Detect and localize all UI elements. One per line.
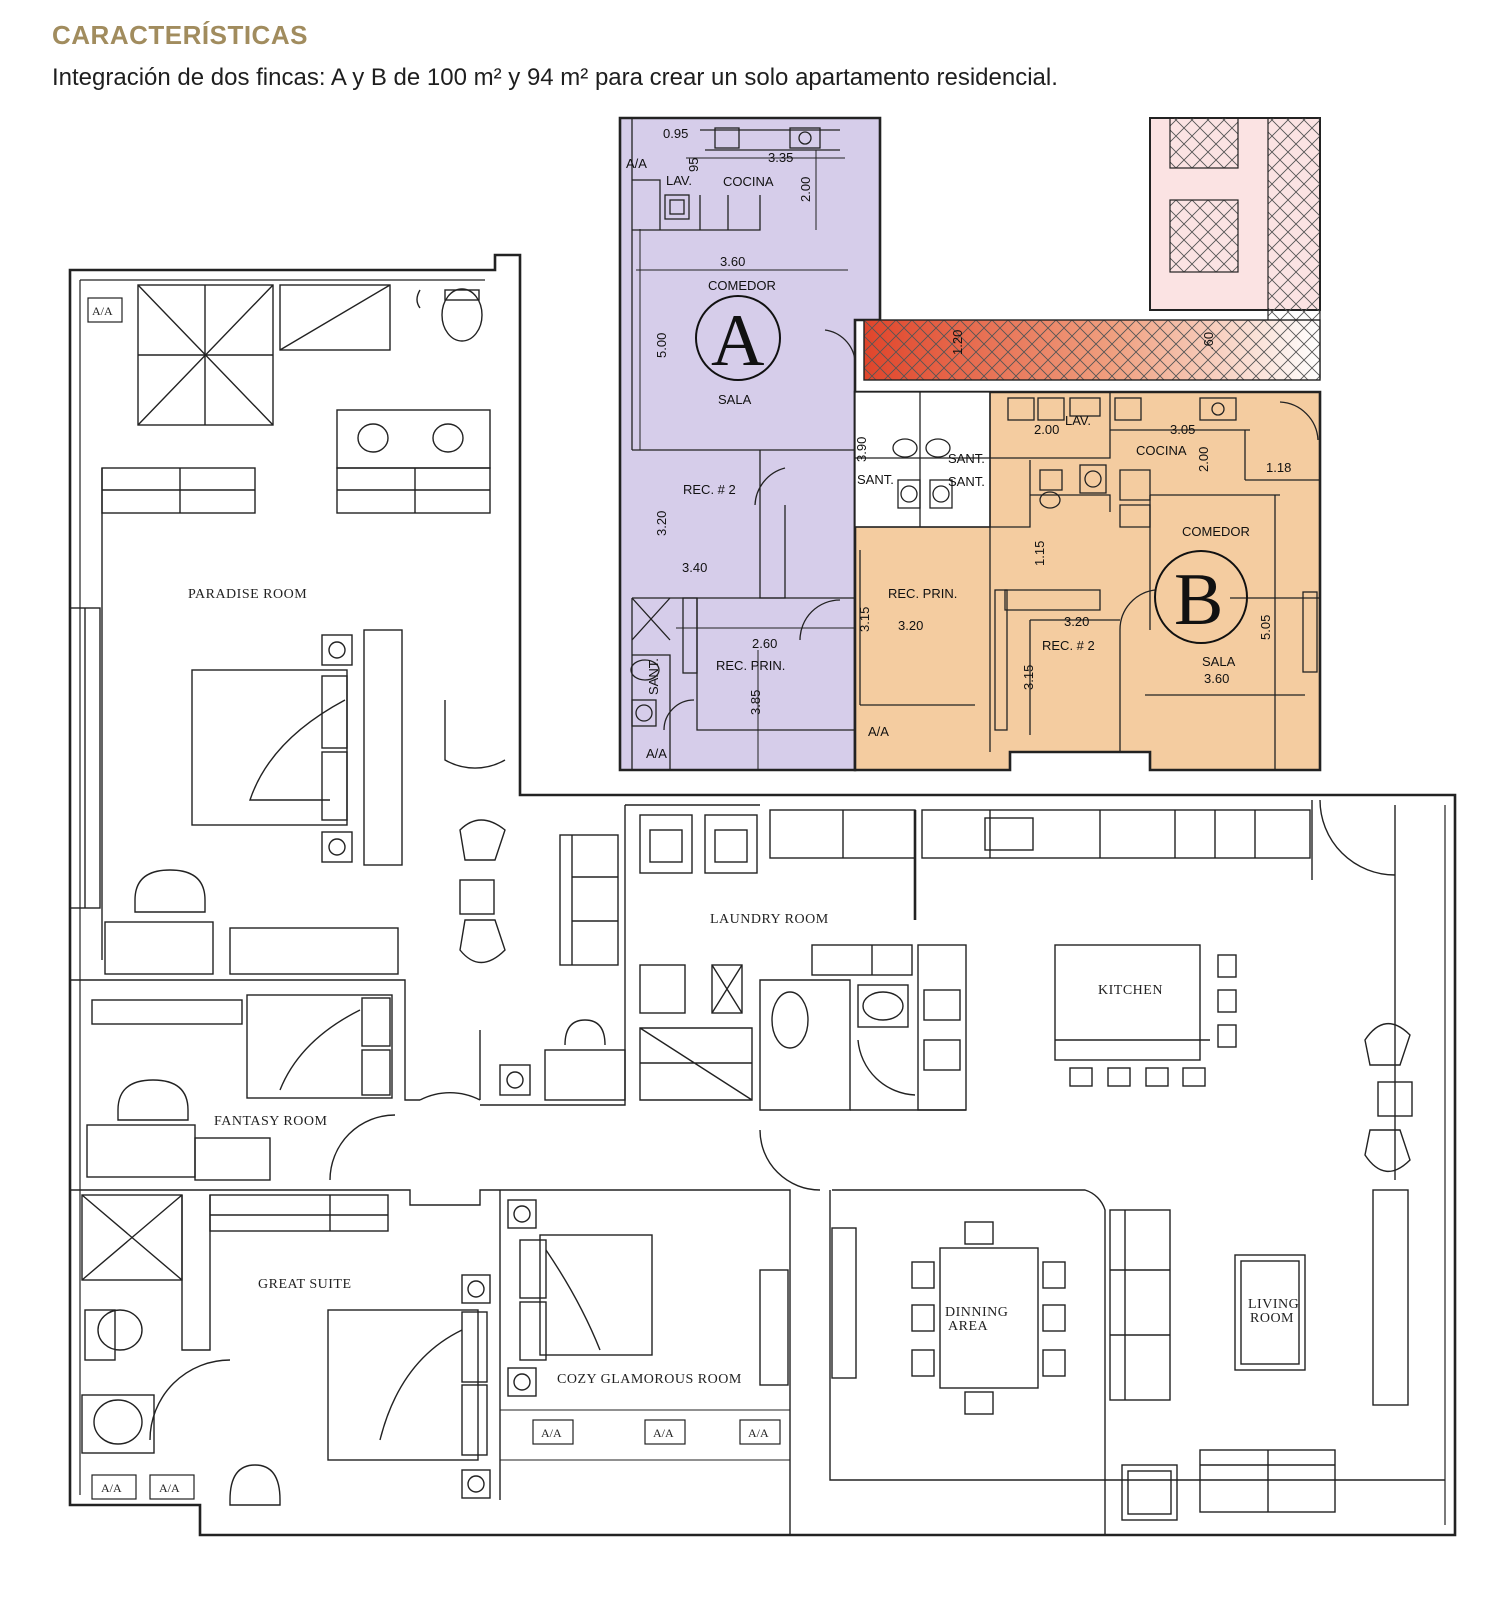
label-comedor-b: COMEDOR bbox=[1182, 524, 1250, 539]
label-sala-b: SALA bbox=[1202, 654, 1236, 669]
connector-corridor bbox=[863, 117, 1321, 381]
label-rec2-b: REC. # 2 bbox=[1042, 638, 1095, 653]
dim-b-360: 3.60 bbox=[1204, 671, 1229, 686]
room-label-living: LIVING bbox=[1248, 1297, 1299, 1312]
dim-a-095: 0.95 bbox=[663, 126, 688, 141]
dim-b-200v: 2.00 bbox=[1196, 447, 1211, 472]
label-aa-b: A/A bbox=[868, 724, 889, 739]
section-subtitle: Integración de dos fincas: A y B de 100 … bbox=[52, 64, 1058, 91]
dim-b-505: 5.05 bbox=[1258, 615, 1273, 640]
label-recprin-a: REC. PRIN. bbox=[716, 658, 785, 673]
room-label-paradise: PARADISE ROOM bbox=[188, 587, 307, 602]
unit-letter-b: B bbox=[1174, 559, 1223, 641]
ac-label: A/A bbox=[653, 1426, 674, 1440]
dim-b-120: 1.20 bbox=[950, 330, 965, 355]
room-label-fantasy: FANTASY ROOM bbox=[214, 1114, 327, 1129]
dim-a-385: 3.85 bbox=[748, 690, 763, 715]
dim-b-118: 1.18 bbox=[1266, 460, 1291, 475]
dim-a-340: 3.40 bbox=[682, 560, 707, 575]
unit-b-plan: B LAV. COCINA COMEDOR SALA REC. PRIN. RE… bbox=[853, 390, 1322, 772]
ac-units-combined bbox=[87, 297, 781, 1500]
ac-label: A/A bbox=[748, 1426, 769, 1440]
dim-b-390: 3.90 bbox=[854, 437, 869, 462]
room-label-great-suite: GREAT SUITE bbox=[258, 1277, 352, 1292]
label-cocina-b: COCINA bbox=[1136, 443, 1187, 458]
dim-a-360: 3.60 bbox=[720, 254, 745, 269]
combined-plan bbox=[68, 253, 1457, 1537]
label-sala-a: SALA bbox=[718, 392, 752, 407]
ac-label: A/A bbox=[101, 1481, 122, 1495]
label-rec2-a: REC. # 2 bbox=[683, 482, 736, 497]
room-label-dinning-area: AREA bbox=[948, 1319, 989, 1334]
dim-b-320b: 3.20 bbox=[1064, 614, 1089, 629]
dim-b-315a: 3.15 bbox=[857, 607, 872, 632]
label-comedor-a: COMEDOR bbox=[708, 278, 776, 293]
section-title: CARACTERÍSTICAS bbox=[52, 20, 308, 50]
label-sant-b-1: SANT. bbox=[857, 472, 894, 487]
room-label-dinning: DINNING bbox=[945, 1305, 1008, 1320]
room-label-laundry: LAUNDRY ROOM bbox=[710, 912, 829, 927]
dim-a-200: 2.00 bbox=[798, 177, 813, 202]
ac-label: A/A bbox=[92, 304, 113, 318]
room-label-kitchen: KITCHEN bbox=[1098, 983, 1163, 998]
label-lav-b: LAV. bbox=[1065, 413, 1091, 428]
dim-b-200: 2.00 bbox=[1034, 422, 1059, 437]
label-cocina-a: COCINA bbox=[723, 174, 774, 189]
label-aa-a-bottom: A/A bbox=[646, 746, 667, 761]
dim-a-500: 5.00 bbox=[654, 333, 669, 358]
dim-b-60: .60 bbox=[1201, 332, 1216, 350]
dim-b-320a: 3.20 bbox=[898, 618, 923, 633]
label-aa-a-top: A/A bbox=[626, 156, 647, 171]
label-recprin-b: REC. PRIN. bbox=[888, 586, 957, 601]
dim-b-315b: 3.15 bbox=[1021, 665, 1036, 690]
dim-a-335: 3.35 bbox=[768, 150, 793, 165]
label-sant-a: SANT. bbox=[646, 658, 661, 695]
ac-label: A/A bbox=[159, 1481, 180, 1495]
label-lav-a: LAV. bbox=[666, 173, 692, 188]
dim-a-95: 95 bbox=[686, 158, 701, 172]
dim-a-260: 2.60 bbox=[752, 636, 777, 651]
unit-a-plan: A LAV. COCINA COMEDOR SALA REC. # 2 REC.… bbox=[618, 116, 882, 772]
room-label-living-room: ROOM bbox=[1250, 1311, 1294, 1326]
dim-b-305: 3.05 bbox=[1170, 422, 1195, 437]
dim-b-115: 1.15 bbox=[1032, 541, 1047, 566]
dim-a-320: 3.20 bbox=[654, 511, 669, 536]
unit-letter-a: A bbox=[711, 300, 764, 382]
label-sant-b-3: SANT. bbox=[948, 474, 985, 489]
room-label-cozy: COZY GLAMOROUS ROOM bbox=[557, 1372, 742, 1387]
ac-label: A/A bbox=[541, 1426, 562, 1440]
label-sant-b-2: SANT. bbox=[948, 451, 985, 466]
